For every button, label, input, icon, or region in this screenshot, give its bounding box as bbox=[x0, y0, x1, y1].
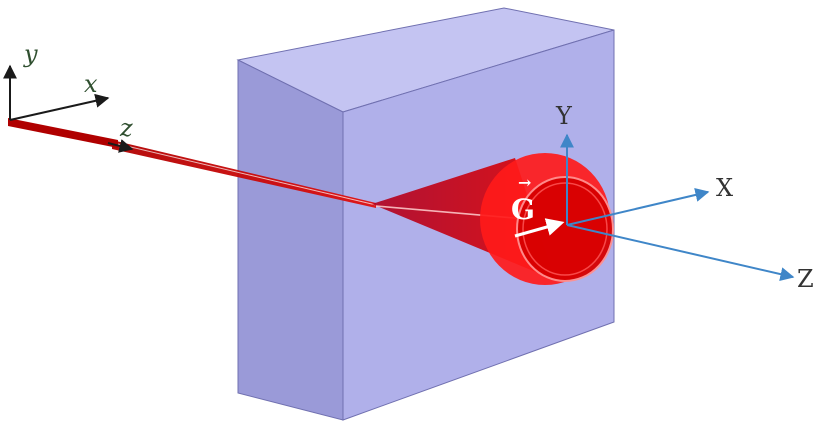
vector-g-arrow-glyph: → bbox=[518, 173, 531, 192]
lab-z-label: z bbox=[119, 114, 133, 142]
cylinder-inner-ellipse bbox=[516, 176, 614, 282]
beam-thin-section bbox=[8, 118, 118, 148]
vector-g-arrow bbox=[514, 218, 565, 238]
lab-axis-z-head bbox=[107, 139, 134, 153]
crystal-axis-x bbox=[566, 188, 710, 226]
cylinder-rim-highlight bbox=[522, 182, 608, 276]
lab-axes bbox=[2, 64, 134, 153]
lab-y-label: y bbox=[23, 40, 38, 68]
slab-side-face bbox=[237, 59, 344, 421]
crystal-y-label: Y bbox=[555, 102, 573, 130]
crystal-axes bbox=[560, 133, 795, 281]
crystal-z-label: Z bbox=[797, 265, 814, 293]
vector-g-label: G bbox=[511, 193, 535, 226]
crystal-x-label: X bbox=[716, 174, 733, 202]
vector-g bbox=[514, 218, 565, 238]
incident-beam bbox=[8, 118, 377, 208]
lab-x-label: x bbox=[84, 70, 98, 98]
crystal-axis-z bbox=[566, 224, 795, 281]
beam-highlight bbox=[117, 143, 377, 206]
lab-axis-x bbox=[9, 93, 110, 121]
